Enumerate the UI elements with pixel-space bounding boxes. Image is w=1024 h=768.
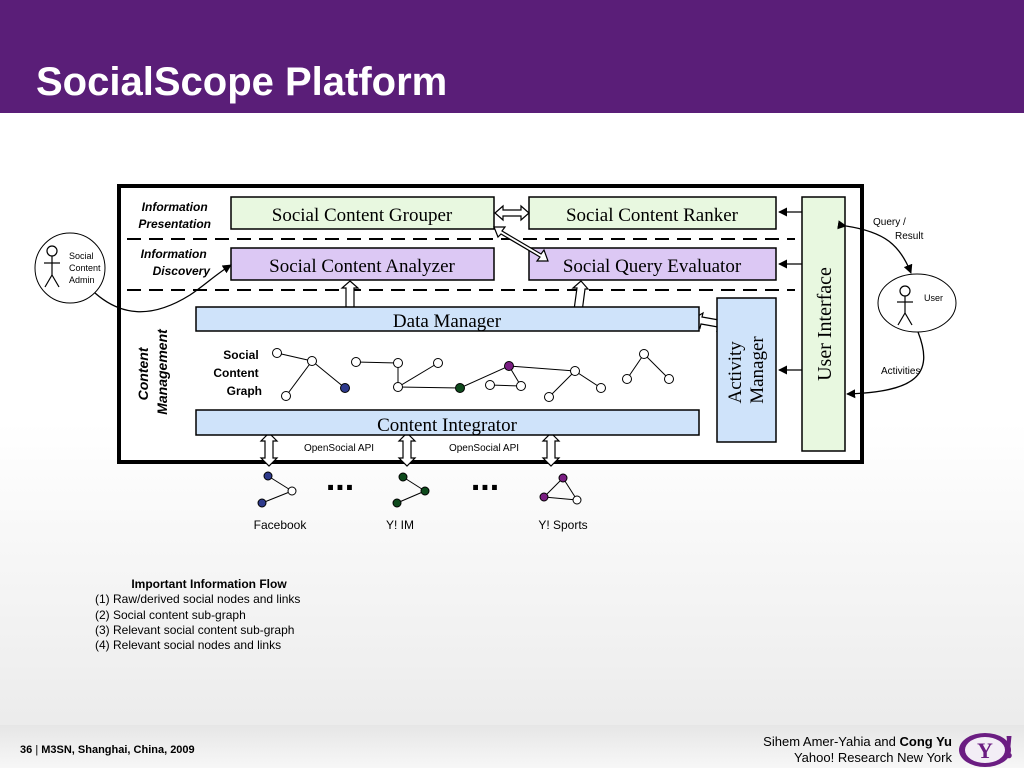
user-actor [877, 273, 957, 333]
user-stick-figure-icon [897, 285, 913, 326]
activity-manager-box [716, 297, 777, 443]
source-label-ysports: Y! Sports [538, 518, 587, 532]
user-interface-label: User Interface [814, 267, 836, 381]
footer-bar [0, 725, 1024, 768]
author-bold: Cong Yu [899, 734, 952, 749]
ellipsis-1: ... [326, 460, 354, 498]
layer-label-presentation: Information Presentation [138, 200, 211, 231]
social-content-grouper-label: Social Content Grouper [272, 205, 453, 226]
source-label-facebook: Facebook [254, 518, 308, 532]
yim-source-graph [392, 472, 430, 508]
notes-item: (4) Relevant social nodes and links [95, 638, 282, 653]
activities-label: Activities [881, 366, 920, 377]
social-content-analyzer-label: Social Content Analyzer [269, 256, 455, 277]
admin-flow-curve [94, 264, 232, 313]
query-result-label: Query / Result [873, 217, 924, 242]
footer-slide-info: 36 | M3SN, Shanghai, China, 2009 [20, 744, 195, 756]
ellipsis-2: ... [471, 460, 499, 498]
data-manager-label: Data Manager [393, 311, 502, 332]
footer-authors: Sihem Amer-Yahia and Cong Yu Yahoo! Rese… [763, 734, 952, 766]
social-query-evaluator-label: Social Query Evaluator [563, 256, 742, 277]
notes-item: (1) Raw/derived social nodes and links [95, 592, 301, 607]
title-bar [0, 0, 1024, 113]
source-label-yim: Y! IM [386, 518, 414, 532]
author-names: Sihem Amer-Yahia and [763, 734, 896, 749]
social-query-evaluator-box [528, 247, 777, 281]
layer-label-management: Content Management [135, 328, 170, 415]
activity-manager-label: Activity Manager [725, 336, 768, 404]
notes-item: (3) Relevant social content sub-graph [95, 622, 295, 637]
admin-stick-figure-icon [44, 245, 60, 288]
footer-event: M3SN, Shanghai, China, 2009 [41, 744, 195, 756]
facebook-api-arrow [259, 432, 279, 467]
social-content-ranker-box [528, 196, 777, 230]
social-content-graph-label: Social Content Graph [213, 348, 262, 398]
query-result-curve [837, 220, 913, 274]
notes-heading: Important Information Flow [131, 577, 287, 591]
notes-item: (2) Social content sub-graph [95, 607, 246, 622]
social-content-admin-label: Social Content Admin [69, 251, 103, 285]
content-integrator-label: Content Integrator [377, 415, 517, 436]
api-label-2: OpenSocial API [449, 443, 519, 454]
slide-number: 36 [20, 744, 33, 756]
information-flow-notes: Important Information Flow (1) Raw/deriv… [80, 577, 338, 653]
social-content-admin-actor [34, 232, 106, 304]
yahoo-logo: Y ! [959, 729, 1015, 767]
svg-text:!: ! [1003, 729, 1014, 766]
user-label: User [924, 293, 943, 303]
yim-api-arrow [397, 432, 417, 467]
footer-separator: | [35, 744, 39, 756]
api-label-1: OpenSocial API [304, 443, 374, 454]
ysports-api-arrow [541, 432, 561, 467]
data-manager-box [195, 306, 700, 332]
content-integrator-box [195, 409, 700, 436]
activities-curve [846, 331, 925, 399]
ysports-source-graph [539, 473, 582, 505]
social-content-analyzer-box [230, 247, 495, 281]
affiliation: Yahoo! Research New York [793, 750, 952, 765]
grouper-ranker-arrow [494, 204, 530, 222]
slide-title: SocialScope Platform [36, 60, 448, 104]
social-content-grouper-box [230, 196, 495, 230]
svg-text:Y: Y [977, 738, 993, 763]
facebook-source-graph [257, 471, 297, 508]
evaluator-grouper-arrow [493, 226, 549, 262]
social-content-graph [272, 348, 674, 402]
layer-label-discovery: Information Discovery [141, 247, 212, 278]
social-content-ranker-label: Social Content Ranker [566, 205, 739, 226]
